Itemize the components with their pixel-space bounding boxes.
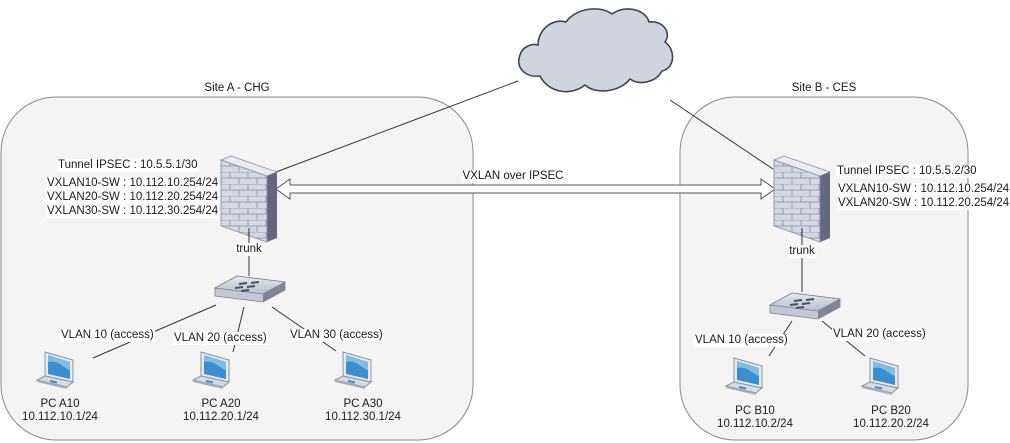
site-b-container xyxy=(679,96,969,441)
pc-a10-ip: 10.112.10.1/24 xyxy=(22,411,98,423)
site-b-trunk-label: trunk xyxy=(788,245,816,258)
site-a-title: Site A - CHG xyxy=(204,82,270,94)
site-a-tunnel-ip: Tunnel IPSEC : 10.5.5.1/30 xyxy=(57,159,199,172)
pc-b10-name: PC B10 xyxy=(735,405,775,417)
pc-b20-name: PC B20 xyxy=(871,405,911,417)
pc-b20-ip: 10.112.20.2/24 xyxy=(853,418,929,430)
site-a-internet-link xyxy=(275,80,519,173)
pc-a10-vlan-label: VLAN 10 (access) xyxy=(60,329,155,342)
site-b-vxlan10: VXLAN10-SW : 10.112.10.254/24 xyxy=(837,183,1010,196)
pc-a20-vlan-label: VLAN 20 (access) xyxy=(173,332,268,345)
site-a-vxlan30: VXLAN30-SW : 10.112.30.254/24 xyxy=(46,205,220,218)
pc-b20-vlan-label: VLAN 20 (access) xyxy=(832,328,927,341)
site-b-internet-link xyxy=(669,99,774,170)
site-b-title: Site B - CES xyxy=(791,82,857,94)
pc-a30-ip: 10.112.30.1/24 xyxy=(325,411,401,423)
site-a-vxlan10: VXLAN10-SW : 10.112.10.254/24 xyxy=(46,177,220,190)
pc-a10-name: PC A10 xyxy=(40,398,80,410)
pc-a20-name: PC A20 xyxy=(201,398,241,410)
pc-b10-ip: 10.112.10.2/24 xyxy=(717,418,793,430)
pc-a30-name: PC A30 xyxy=(343,398,383,410)
site-a-vxlan20: VXLAN20-SW : 10.112.20.254/24 xyxy=(46,191,220,204)
site-a-container xyxy=(0,96,474,441)
pc-a20-ip: 10.112.20.1/24 xyxy=(183,411,259,423)
site-b-vxlan20: VXLAN20-SW : 10.112.20.254/24 xyxy=(837,197,1010,210)
pc-a30-vlan-label: VLAN 30 (access) xyxy=(289,329,384,342)
vxlan-link-label: VXLAN over IPSEC xyxy=(461,170,565,183)
site-b-tunnel-ip: Tunnel IPSEC : 10.5.5.2/30 xyxy=(836,165,978,178)
cloud-icon xyxy=(518,8,674,93)
site-a-trunk-label: trunk xyxy=(235,243,263,256)
pc-b10-vlan-label: VLAN 10 (access) xyxy=(694,334,789,347)
